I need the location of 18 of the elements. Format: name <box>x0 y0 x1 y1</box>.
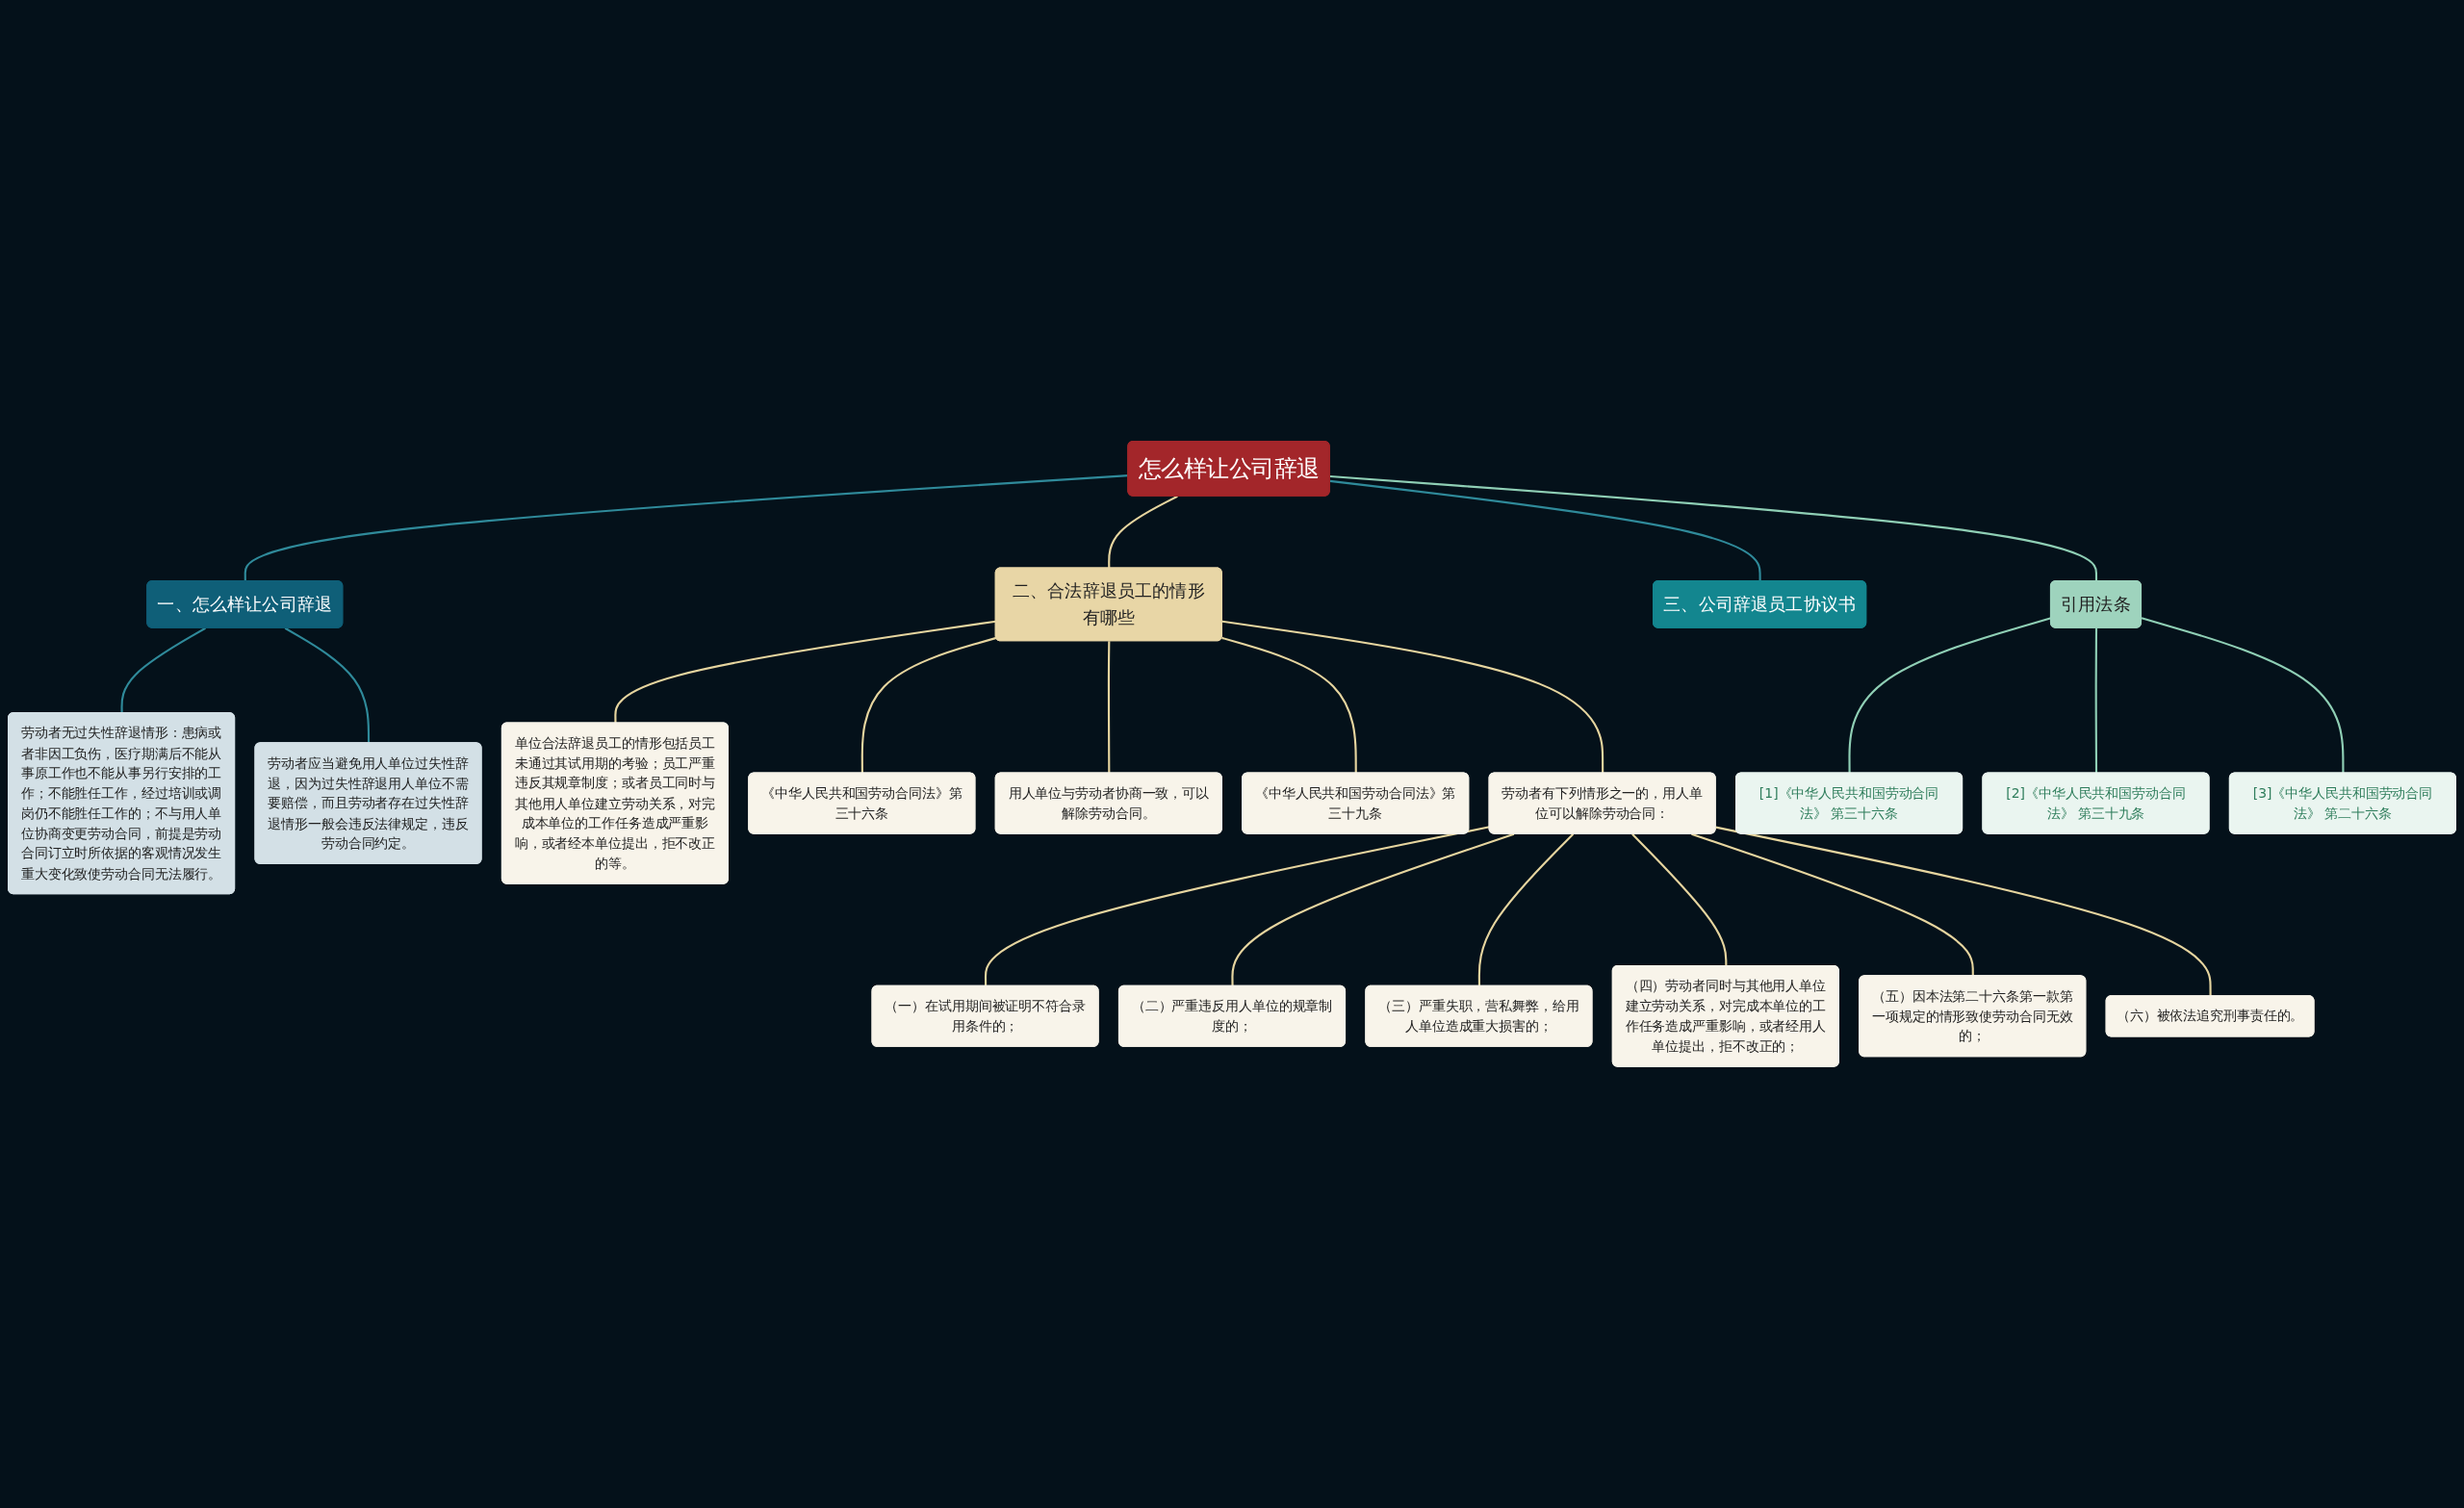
connector <box>1108 495 1178 569</box>
connector <box>1715 826 2212 997</box>
connector <box>614 620 996 724</box>
connector <box>2094 627 2098 774</box>
connector <box>860 636 997 774</box>
connector <box>2141 617 2345 774</box>
connector <box>1231 832 1515 986</box>
connector <box>1631 833 1728 967</box>
connector <box>1477 833 1575 986</box>
connector <box>1329 475 2098 582</box>
connector <box>1329 479 1761 582</box>
connector <box>120 626 206 714</box>
connector <box>284 626 371 744</box>
connector <box>1691 832 1974 977</box>
connector <box>1221 620 1604 774</box>
connector <box>1221 636 1357 774</box>
connector <box>1107 641 1111 774</box>
connector <box>984 826 1490 986</box>
